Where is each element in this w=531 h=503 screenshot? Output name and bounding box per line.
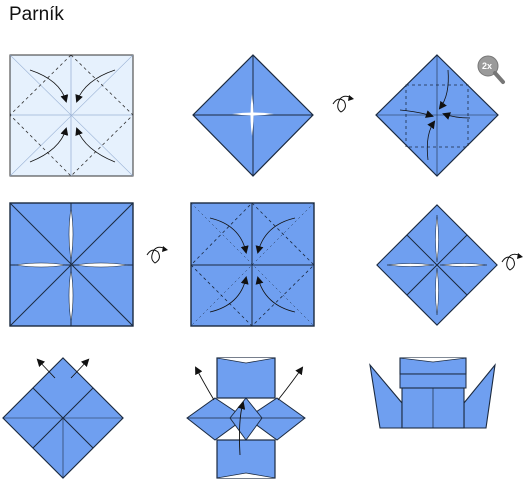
zoom-badge-text: 2x bbox=[482, 61, 492, 71]
step-8 bbox=[186, 357, 306, 479]
step-9 bbox=[369, 357, 496, 429]
step-7 bbox=[2, 357, 124, 479]
step-5 bbox=[190, 202, 315, 327]
turn-over-icon bbox=[146, 246, 168, 264]
step-6 bbox=[376, 204, 498, 326]
zoom-icon: 2x bbox=[477, 55, 505, 84]
step-3 bbox=[375, 54, 499, 177]
step-4 bbox=[9, 202, 134, 327]
turn-over-icon bbox=[332, 95, 354, 113]
step-2 bbox=[192, 54, 314, 177]
turn-over-icon bbox=[501, 253, 523, 271]
page-title: Parník bbox=[9, 4, 64, 25]
step-1 bbox=[9, 54, 134, 177]
